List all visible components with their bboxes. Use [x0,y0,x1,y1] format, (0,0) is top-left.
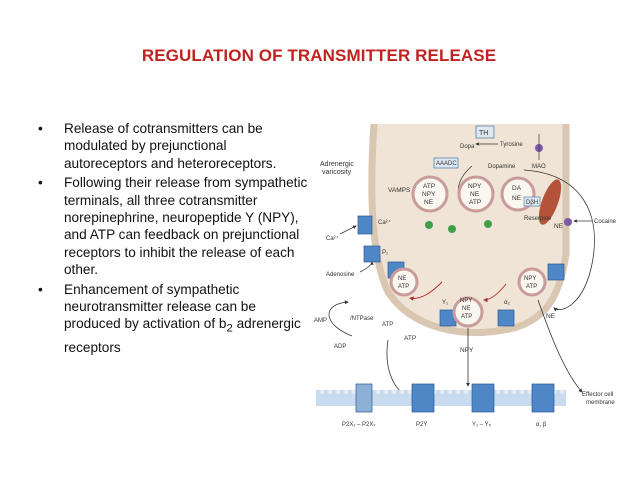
exo2-npy: NPY [460,298,472,304]
bullet-dot: • [38,121,43,136]
ne-release-arrow [537,299,583,393]
ca-ext-label: Ca²⁺ [326,235,339,242]
p1-label: P₁ [382,250,388,256]
transmitter-release-diagram: Adrenergic varicosity TH Dopa Tyrosine A… [314,123,617,428]
exocytosis-vesicle-2 [452,296,484,328]
bullet-list: • Release of cotransmitters can be modula… [38,120,310,358]
bullet-text: Following their release from sympathetic… [64,175,308,278]
th-box [475,125,495,139]
alpha2-receptor-icon [497,309,515,327]
atp-left-label: ATP [382,322,393,328]
varicosity-membrane [368,123,570,336]
exocytosis-vesicle-3 [517,267,547,297]
vesicle1-atp: ATP [423,183,435,190]
exo3-atp: ATP [526,284,537,290]
exo1-atp: ATP [398,284,409,290]
vesicle1-ne: NE [424,199,434,206]
bullet-item: • Enhancement of sympathetic neurotransmi… [38,281,310,356]
bullet-text: Release of cotransmitters can be modulat… [64,121,277,171]
inhibit-arrow [409,281,443,301]
inhibit-arrow [483,283,507,303]
p2y-label: P2Y [416,422,427,428]
ne-reuptake-arrow [523,169,595,312]
ne-bottom-label: NE [546,313,556,320]
cocaine-label: Cocaine [594,219,617,225]
ne-right-label: NE [554,223,564,230]
dbh-label: DβH [526,200,538,206]
aaadc-box [433,157,459,169]
exo3-npy: NPY [524,276,536,282]
dbh-box [523,196,541,207]
dopa-label: Dopa [460,144,475,150]
reserpine-label: Reserpine [524,216,552,222]
alpha2-label: α₂ [504,300,510,306]
atp-breakdown-arrow [328,300,353,337]
bullet-text: Enhancement of sympathetic neurotransmit… [64,281,256,332]
adp-label: ADP [334,344,346,350]
exo2-atp: ATP [461,314,472,320]
adenosine-label: Adenosine [326,272,355,278]
effector-label-2: membrane [586,400,615,406]
vesicle2-atp: ATP [469,199,481,206]
y-receptor-icon [471,383,495,413]
vesicle2-npy: NPY [468,183,482,190]
bullet-dot: • [38,175,43,191]
vesicle1-npy: NPY [422,191,436,198]
bullet-item: • Release of cotransmitters can be modula… [38,120,310,172]
mao-label: MAO [532,164,546,170]
uptake-transporter-icon [564,218,572,226]
calcium-channel-icon [357,215,373,235]
bullet-dot: • [38,281,43,297]
th-label: TH [479,130,488,137]
p2x-label: P2X₁ – P2X₇ [342,422,375,428]
vamps-label: VAMPS [388,187,411,194]
y1-label: Y₁ [442,300,448,306]
vesicle-2 [457,175,495,213]
p2y-receptor-icon [411,383,435,413]
exo2-ne: NE [462,306,470,312]
aaadc-label: AAADC [436,161,457,167]
dopamine-label: Dopamine [488,164,516,170]
amp-label: AMP [314,318,327,324]
plus-marker [448,225,456,233]
p2x-channel-icon [355,383,373,413]
adrenergic-receptor-icon [531,383,555,413]
bullet-subscript: 2 [226,323,233,336]
varicosity-label-1: Adrenergic [320,161,354,168]
npy-bottom-label: NPY [460,347,474,354]
ntpase-label: /NTPase [350,316,374,322]
beta2-receptor-icon [547,263,565,281]
y-receptor-label: Y₁ – Y₅ [472,422,492,428]
exocytosis-vesicle-1 [389,267,419,297]
bullet-item: • Following their release from sympatheti… [38,174,310,278]
alpha-beta-label: α, β [536,422,547,428]
vesicle-1 [411,175,449,213]
mitochondrion-icon [538,179,562,225]
slide-title: REGULATION OF TRANSMITTER RELEASE [141,46,497,65]
varicosity-label-2: varicosity [322,169,352,176]
effector-label-1: Effector cell [582,392,613,398]
ca-int-label: Ca²⁺ [378,219,391,226]
vesicle3-da: DA [512,185,522,192]
adenosine-arrow [359,261,374,273]
calcium-influx-arrow [339,225,357,235]
tyrosine-label: Tyrosine [500,142,523,148]
p1-receptor-icon [363,245,381,263]
atp-release-arrow [386,339,405,395]
exo1-ne: NE [398,276,406,282]
vesicle2-ne: NE [470,191,480,198]
plus-marker [484,220,492,228]
bullet-text-tail: adrenergic receptors [64,316,301,355]
atp-bottom-label: ATP [404,335,416,342]
plus-marker [425,221,433,229]
vesicle3-ne: NE [512,195,522,202]
